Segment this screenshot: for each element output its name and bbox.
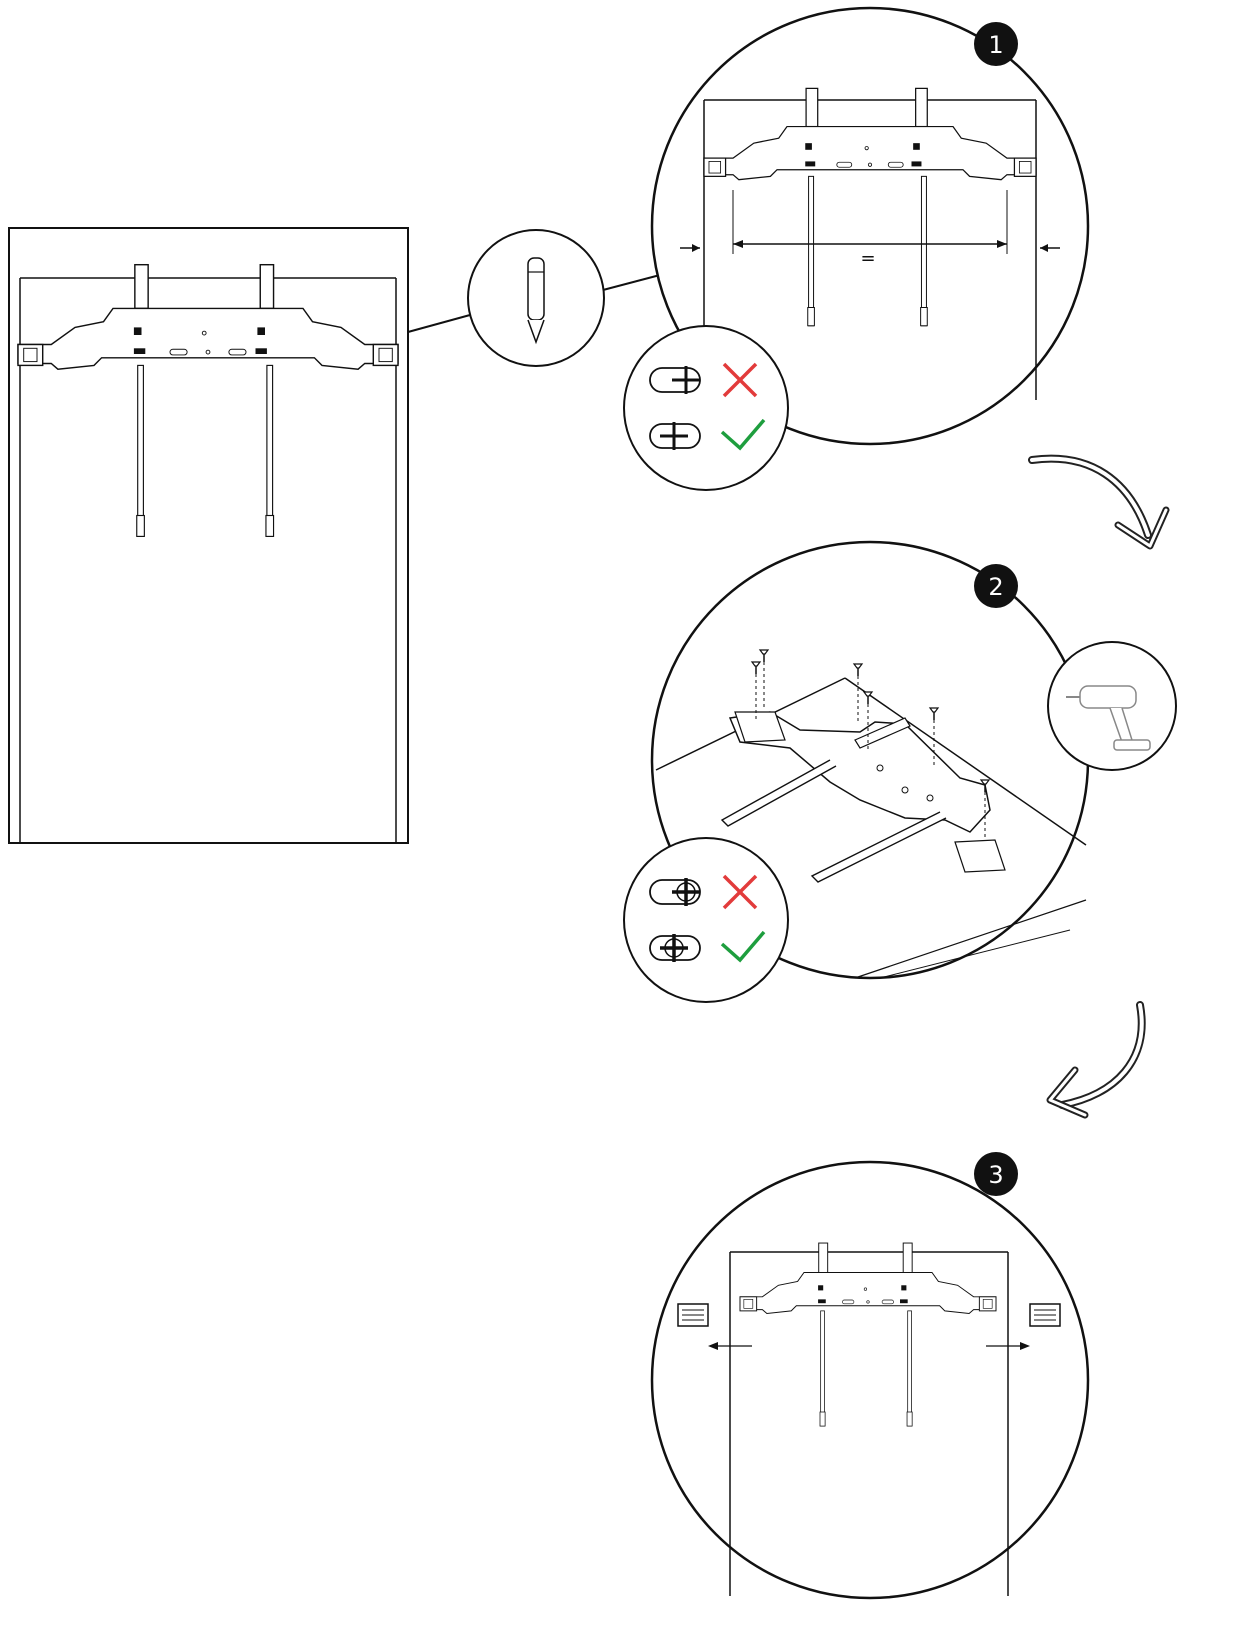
step-2-screw-position-check bbox=[623, 837, 789, 1003]
cabinet-overview bbox=[8, 227, 409, 844]
flow-arrow-1 bbox=[1028, 454, 1170, 550]
step-3-detail bbox=[650, 1160, 1090, 1600]
connector-line bbox=[407, 314, 471, 333]
pencil-tool-circle bbox=[467, 229, 605, 367]
step-1-badge: 1 bbox=[974, 22, 1018, 66]
step-1-detail: = bbox=[650, 6, 1090, 446]
equal-distance-sign: = bbox=[860, 248, 875, 269]
step-2-badge: 2 bbox=[974, 564, 1018, 608]
green-check-icon bbox=[720, 418, 766, 451]
flow-arrow-2 bbox=[1046, 1001, 1146, 1119]
step-number: 1 bbox=[988, 31, 1003, 59]
connector-line bbox=[602, 274, 661, 291]
drill-tool-circle bbox=[1047, 641, 1177, 771]
pencil-icon bbox=[527, 257, 545, 345]
step-3-badge: 3 bbox=[974, 1152, 1018, 1196]
end-cap-left bbox=[677, 1303, 709, 1327]
step-number: 3 bbox=[988, 1161, 1003, 1189]
cordless-drill-icon bbox=[1066, 685, 1151, 751]
green-check-icon bbox=[720, 930, 766, 963]
step-number: 2 bbox=[988, 573, 1003, 601]
red-cross-icon bbox=[722, 874, 758, 910]
red-cross-icon bbox=[722, 362, 758, 398]
end-cap-right bbox=[1029, 1303, 1061, 1327]
step-1-hole-alignment-check bbox=[623, 325, 789, 491]
